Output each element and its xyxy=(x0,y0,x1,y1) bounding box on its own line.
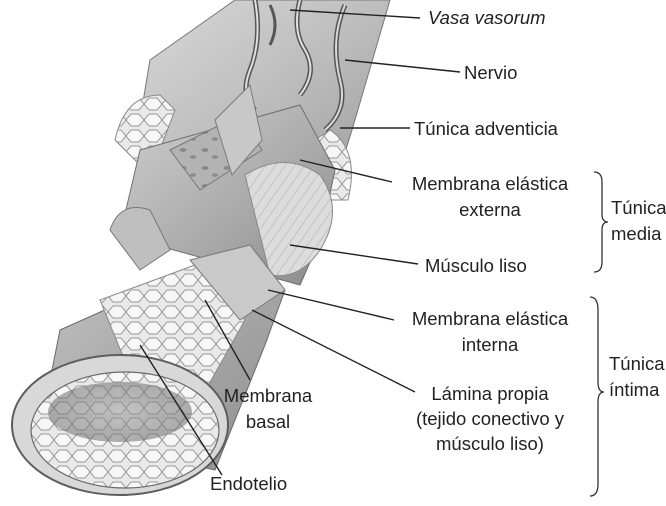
brace-tunica-intima xyxy=(590,297,604,496)
label-tunica-adventicia: Túnica adventicia xyxy=(414,118,559,139)
label-nervio: Nervio xyxy=(464,62,517,83)
label-lamina-propia-3: músculo liso) xyxy=(436,433,544,454)
artery-lumen xyxy=(12,355,228,495)
label-membrana-basal-2: basal xyxy=(246,411,290,432)
label-tunica-intima-1: Túnica xyxy=(609,353,665,374)
label-tunica-media-1: Túnica xyxy=(611,197,666,218)
label-endotelio: Endotelio xyxy=(210,473,287,494)
label-tunica-media-2: media xyxy=(611,223,662,244)
label-vasa-vasorum: Vasa vasorum xyxy=(428,7,546,28)
label-membrana-elastica-interna-1: Membrana elástica xyxy=(412,308,569,329)
label-membrana-elastica-externa-1: Membrana elástica xyxy=(412,173,569,194)
brace-tunica-media xyxy=(594,172,608,272)
label-membrana-basal-1: Membrana xyxy=(224,385,313,406)
label-musculo-liso: Músculo liso xyxy=(425,255,527,276)
label-lamina-propia-2: (tejido conectivo y xyxy=(416,408,565,429)
label-tunica-intima-2: íntima xyxy=(609,379,660,400)
label-lamina-propia-1: Lámina propia xyxy=(431,383,549,404)
label-membrana-elastica-externa-2: externa xyxy=(459,199,521,220)
label-membrana-elastica-interna-2: interna xyxy=(462,334,519,355)
